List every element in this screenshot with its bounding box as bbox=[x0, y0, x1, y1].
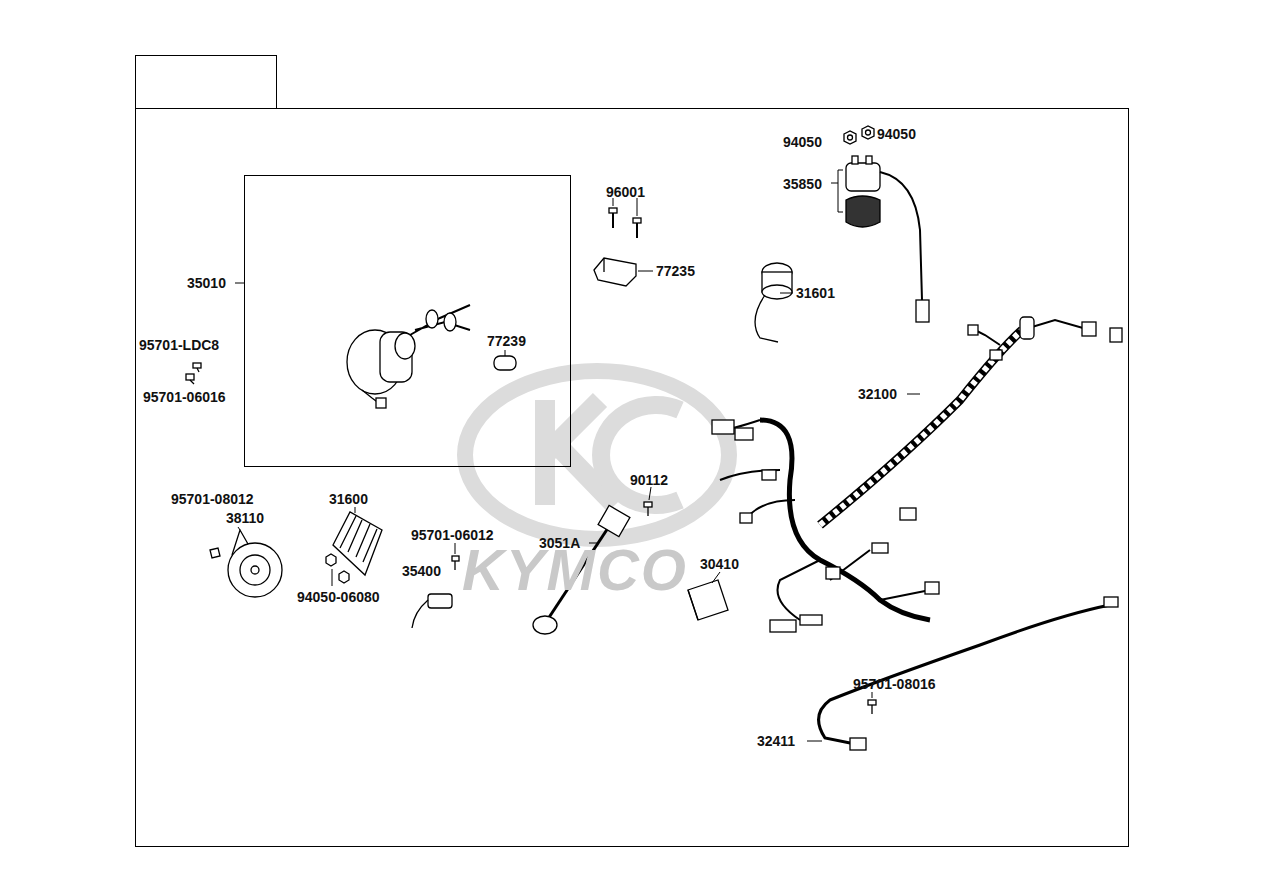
callout-number: 77235 bbox=[656, 263, 695, 279]
leader-lines bbox=[235, 170, 920, 741]
callout-number: 95701-06012 bbox=[411, 527, 494, 543]
callout-number: 35010 bbox=[187, 275, 226, 291]
callout-number: 96001 bbox=[606, 184, 645, 200]
callout-number: 30410 bbox=[700, 556, 739, 572]
callout-number: 3051A bbox=[539, 535, 580, 551]
callout-number: 35400 bbox=[402, 563, 441, 579]
callout-number: 95701-LDC8 bbox=[139, 337, 219, 353]
parts bbox=[186, 126, 1122, 750]
callout-number: 90112 bbox=[630, 472, 668, 488]
callout-number: 95701-08016 bbox=[853, 676, 936, 692]
callout-number: 32411 bbox=[757, 733, 795, 749]
callout-number: 35850 bbox=[783, 176, 822, 192]
title-box bbox=[136, 56, 277, 109]
callout-number: 94050-06080 bbox=[297, 589, 380, 605]
callout-number: 31600 bbox=[329, 491, 368, 507]
callout-number: 38110 bbox=[226, 510, 264, 526]
callout-number: 95701-06016 bbox=[143, 389, 226, 405]
watermark-logo bbox=[465, 371, 729, 539]
callout-number: 32100 bbox=[858, 386, 897, 402]
callout-number: 94050 bbox=[783, 134, 822, 150]
group-box bbox=[245, 176, 571, 467]
callout-number: 31601 bbox=[796, 285, 835, 301]
frame bbox=[136, 109, 1129, 847]
callout-number: 94050 bbox=[877, 126, 916, 142]
callout-number: 95701-08012 bbox=[171, 491, 254, 507]
callout-number: 77239 bbox=[487, 333, 526, 349]
